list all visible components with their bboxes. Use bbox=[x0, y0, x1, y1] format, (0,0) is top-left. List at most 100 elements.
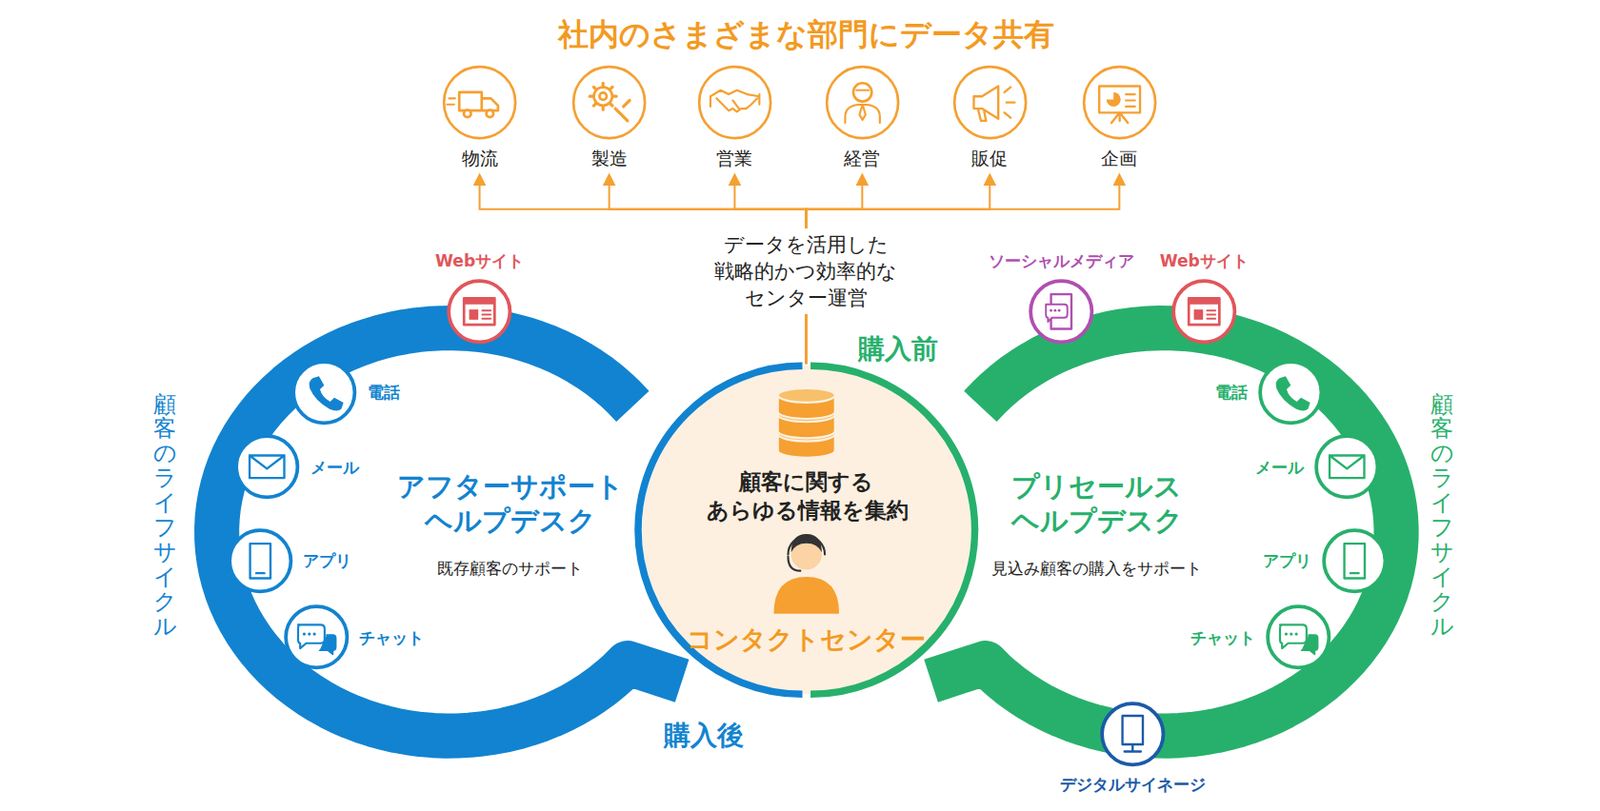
icon-circle bbox=[1267, 606, 1329, 668]
icon-circle bbox=[1289, 633, 1293, 637]
icon-circle bbox=[1058, 308, 1061, 312]
icon-circle bbox=[448, 280, 510, 342]
icon-stroke bbox=[446, 98, 456, 104]
circle-outline bbox=[1314, 434, 1380, 500]
icon-circle bbox=[699, 66, 771, 139]
circle-outline bbox=[1321, 528, 1388, 595]
channel-circle: Webサイト bbox=[446, 279, 513, 345]
center-text: 顧客に関する あらゆる情報を集約 bbox=[706, 467, 906, 526]
channel-circle: ソーシャルメディア bbox=[1028, 279, 1095, 345]
channel-circle: 電話 bbox=[291, 360, 358, 426]
helpdesk-title: アフターサポート ヘルプデスク bbox=[396, 469, 625, 539]
channel-icon bbox=[844, 82, 880, 123]
department-label: 物流 bbox=[461, 145, 499, 172]
channel-label: アプリ bbox=[1262, 549, 1312, 573]
channel-label: チャット bbox=[359, 626, 424, 650]
icon-circle bbox=[486, 109, 494, 117]
circle-outline bbox=[571, 64, 647, 140]
channel-icon bbox=[589, 82, 630, 121]
icon-circle bbox=[1323, 530, 1385, 592]
lifecycle-band-path bbox=[930, 328, 1397, 737]
channel-label: Webサイト bbox=[435, 249, 524, 273]
icon-stroke bbox=[469, 309, 480, 320]
icon-circle bbox=[853, 82, 872, 101]
circle-outline bbox=[824, 64, 900, 140]
department-label: 営業 bbox=[716, 145, 753, 172]
icon-circle bbox=[573, 66, 645, 139]
icon-circle bbox=[285, 606, 347, 668]
icon-stroke bbox=[309, 376, 344, 411]
icon-circle bbox=[777, 388, 835, 403]
icon-stroke bbox=[1343, 543, 1364, 579]
icon-circle bbox=[599, 92, 606, 100]
icon-stroke bbox=[249, 456, 284, 480]
icon-circle bbox=[307, 633, 311, 637]
icon-circle bbox=[1260, 361, 1321, 423]
icon-stroke bbox=[856, 88, 869, 91]
icon-circle bbox=[312, 633, 316, 637]
icon-circle bbox=[594, 86, 613, 105]
channel-label: 電話 bbox=[367, 380, 400, 404]
channel-circle: メール bbox=[234, 434, 300, 500]
icon-stroke bbox=[1194, 309, 1204, 320]
icon-stroke bbox=[298, 625, 325, 650]
channel-label: メール bbox=[1255, 456, 1304, 480]
icon-stroke bbox=[1276, 376, 1311, 411]
circle-outline bbox=[1028, 279, 1095, 345]
channel-label: 電話 bbox=[1215, 380, 1248, 404]
lifecycle-band-path bbox=[216, 328, 682, 737]
icon-stroke bbox=[1122, 716, 1143, 752]
helpdesk-title: プリセールス ヘルプデスク bbox=[1010, 469, 1184, 539]
department-label: 製造 bbox=[591, 145, 628, 172]
icon-stroke bbox=[1045, 303, 1067, 321]
circle-outline bbox=[446, 279, 513, 345]
icon-stroke bbox=[1206, 310, 1216, 320]
helpdesk-subtitle: 既存顧客のサポート bbox=[437, 557, 583, 580]
channel-icon bbox=[1122, 716, 1143, 752]
icon-circle bbox=[302, 633, 306, 637]
circle-outline bbox=[227, 528, 294, 595]
channel-icon bbox=[249, 456, 284, 480]
icon-stroke bbox=[1105, 91, 1120, 106]
database-icon bbox=[777, 388, 835, 459]
channel-circle: アプリ bbox=[227, 528, 294, 595]
department-circle: 営業 bbox=[697, 64, 773, 140]
department-circle: 販促 bbox=[952, 64, 1028, 140]
channel-icon bbox=[298, 625, 337, 656]
channel-icon bbox=[1329, 456, 1364, 480]
icon-circle bbox=[294, 361, 356, 423]
circle-outline bbox=[234, 434, 300, 500]
channel-icon bbox=[710, 89, 760, 111]
contact-center-circle: 顧客に関する あらゆる情報を集約コンタクトセンター bbox=[638, 361, 976, 700]
icon-stroke bbox=[1099, 85, 1140, 123]
icon-stroke bbox=[787, 557, 800, 572]
channel-circle: デジタルサイネージ bbox=[1100, 701, 1166, 768]
icon-circle bbox=[641, 366, 971, 696]
department-label: 販促 bbox=[971, 145, 1008, 172]
channel-icon bbox=[309, 376, 344, 411]
circle-outline bbox=[1171, 279, 1238, 345]
department-label: 企画 bbox=[1100, 145, 1138, 172]
icon-stroke bbox=[1329, 456, 1364, 480]
icon-stroke bbox=[615, 100, 630, 120]
icon-circle bbox=[463, 109, 471, 117]
icon-stroke bbox=[482, 310, 492, 320]
channel-icon bbox=[1188, 298, 1220, 325]
channel-icon bbox=[1099, 85, 1140, 123]
phase-label: 購入前 bbox=[858, 331, 939, 368]
circle-outline bbox=[1081, 64, 1158, 140]
channel-icon bbox=[1045, 294, 1072, 329]
icon-circle bbox=[1294, 633, 1298, 637]
channel-circle: チャット bbox=[1265, 604, 1332, 671]
icon-circle bbox=[1030, 280, 1092, 342]
icon-circle bbox=[1083, 66, 1156, 139]
icon-stroke bbox=[844, 103, 880, 122]
circle-outline bbox=[291, 360, 358, 426]
department-circle: 経営 bbox=[824, 64, 900, 140]
channel-label: ソーシャルメディア bbox=[988, 249, 1135, 273]
channel-circle: Webサイト bbox=[1171, 279, 1238, 345]
channel-label: アプリ bbox=[302, 549, 352, 573]
icon-circle bbox=[826, 66, 899, 139]
icon-circle bbox=[1053, 308, 1057, 312]
